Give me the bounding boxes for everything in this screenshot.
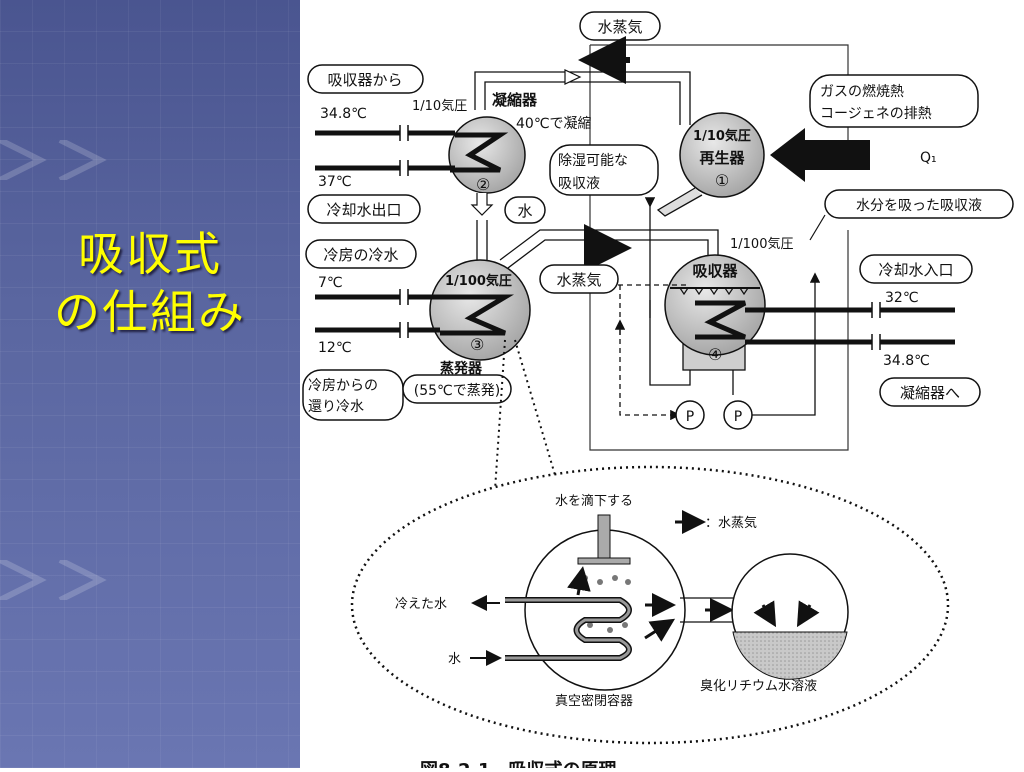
vacuum-vessel-label: 真空密閉容器 [555,693,633,709]
svg-text:水: 水 [517,202,532,220]
svg-text:還り冷水: 還り冷水 [308,399,364,415]
return-water-label: 冷房からの 還り冷水 [302,369,404,421]
condenser-cooling-pipes [315,130,455,171]
flange-marks [399,125,409,176]
condenser-number: ② [476,175,490,194]
temp-12: 12℃ [318,340,352,356]
water-label: 水 [504,196,546,224]
absorber-number: ④ [708,345,722,364]
pump-icon [723,400,753,430]
evaporator-label: 蒸発器 [440,360,483,377]
temp-32: 32℃ [885,290,919,306]
drip-pipe [597,514,611,561]
absorber-label: 吸収器 [692,262,738,280]
svg-text:冷却水出口: 冷却水出口 [326,201,401,219]
absorber-pressure: 1/100気圧 [730,236,793,252]
cooled-water-label: 冷えた水 [395,597,447,612]
condenser-label: 凝縮器 [492,91,538,109]
svg-text:水分を吸った吸収液: 水分を吸った吸収液 [856,198,982,214]
vapor-arrows [567,566,676,642]
drip-header [577,557,631,565]
solution-lines [644,197,821,416]
temp-7: 7℃ [318,275,343,291]
svg-text:(55℃で蒸発): (55℃で蒸発) [414,383,500,399]
pump-label: P [734,409,742,425]
absorption-diagram: 水蒸気 吸収器から 1/10気圧 凝縮器 40℃で凝縮 ② 34.8℃ 37℃ … [300,0,1024,772]
zoom-lines [494,339,556,491]
generator-outlet [656,187,703,217]
evaporator-pressure: 1/100気圧 [445,273,512,289]
dehumid-label: 除湿可能な 吸収液 [549,144,659,196]
chilled-water-label: 冷房の冷水 [305,239,417,269]
to-condenser-label: 凝縮器へ [879,377,981,407]
condenser-temp: 40℃で凝縮 [516,116,592,132]
evaporator-number: ③ [470,335,484,354]
callout-line [809,214,826,241]
slide-title: 吸収式 の仕組み [0,225,300,341]
water-flow-arrow [470,193,494,216]
svg-text:水蒸気: 水蒸気 [556,271,601,289]
libr-solution-label: 臭化リチウム水溶液 [700,679,817,694]
water-in-label: 水 [448,652,461,667]
vapor-top-label: 水蒸気 [579,11,661,41]
heat-source-label: ガスの燃焼熱 コージェネの排熱 [809,74,979,128]
generator-label: 再生器 [699,149,745,167]
svg-text:冷却水入口: 冷却水入口 [878,261,953,279]
flow-arrow-hollow [564,69,582,85]
svg-text:除湿可能な: 除湿可能な [558,153,628,169]
heat-input-arrow [770,128,870,182]
temp-34-8-right: 34.8℃ [883,353,930,369]
svg-text:凝縮器へ: 凝縮器へ [900,384,960,402]
svg-text:冷房からの: 冷房からの [308,378,378,394]
vapor-pipe-top [474,71,691,125]
generator-vessel [679,112,765,198]
drip-water-label: 水を滴下する [555,493,633,509]
absorbed-liquid-label: 水分を吸った吸収液 [824,189,1014,219]
vapor-mid-label: 水蒸気 [539,264,619,294]
evap-temp-label: (55℃で蒸発) [402,374,512,404]
flange-marks [871,302,881,350]
svg-text:吸収器から: 吸収器から [327,71,402,89]
legend-vapor-label: ：水蒸気 [705,515,757,531]
absorption-arrows [753,600,820,628]
temp-34-8-left: 34.8℃ [320,106,367,122]
slide-sidebar: 吸収式 の仕組み [0,0,300,768]
generator-pressure: 1/10気圧 [693,128,751,144]
heat-exchanger-tube-inner [505,598,631,660]
absorber-cooling-pipes [745,307,955,345]
figure-caption: 図8-2-1 吸収式の原理 [420,759,617,768]
pump-label: P [686,409,694,425]
refrigerant-return-line [618,284,688,421]
svg-text:吸収液: 吸収液 [558,176,600,192]
spray-nozzles [679,287,749,296]
heat-q1-label: Q₁ [920,150,937,166]
from-absorber-label: 吸収器から [307,64,424,94]
absorber-coil [695,300,747,340]
flange-marks [399,289,409,338]
svg-text:コージェネの排熱: コージェネの排熱 [820,106,932,122]
sidebar-decoration [0,560,107,600]
pump-icon [675,400,705,430]
cooling-water-in-label: 冷却水入口 [859,254,973,284]
cooling-water-out-label: 冷却水出口 [307,194,421,224]
generator-number: ① [715,171,729,190]
condenser-pressure: 1/10気圧 [412,98,467,114]
condensate-pipe [476,220,488,262]
svg-text:水蒸気: 水蒸気 [597,18,642,36]
condenser-coil [450,132,509,173]
libr-solution-fill [732,631,848,680]
evaporator-coil [440,294,515,336]
svg-text:ガスの燃焼熱: ガスの燃焼熱 [820,83,904,100]
slide-title-line1: 吸収式 [78,227,222,281]
svg-text:冷房の冷水: 冷房の冷水 [323,246,398,264]
sidebar-decoration [0,140,107,180]
temp-37: 37℃ [318,174,352,190]
chilled-water-pipes [315,294,440,333]
slide-title-line2: の仕組み [54,285,246,339]
